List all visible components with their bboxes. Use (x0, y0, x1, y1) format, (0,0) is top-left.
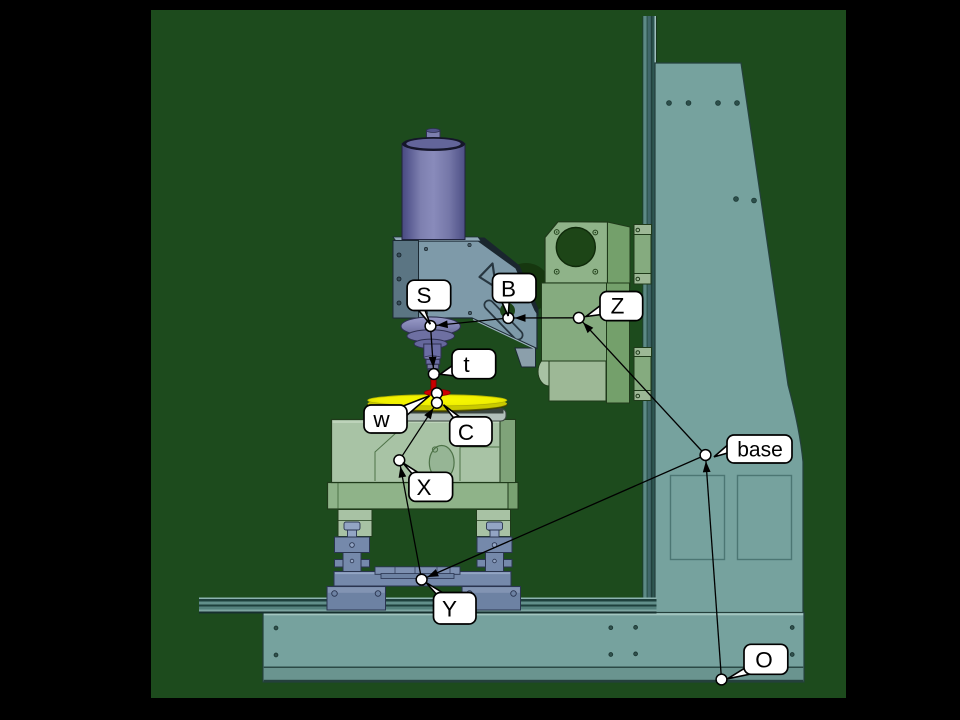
svg-text:O: O (755, 648, 773, 673)
svg-text:X: X (416, 475, 431, 500)
svg-text:t: t (463, 352, 470, 377)
svg-text:base: base (737, 439, 783, 462)
svg-text:B: B (501, 277, 516, 302)
svg-text:w: w (372, 407, 390, 432)
svg-text:Y: Y (442, 597, 457, 622)
svg-text:C: C (458, 420, 474, 445)
svg-text:S: S (416, 283, 431, 308)
svg-text:Z: Z (611, 294, 625, 319)
